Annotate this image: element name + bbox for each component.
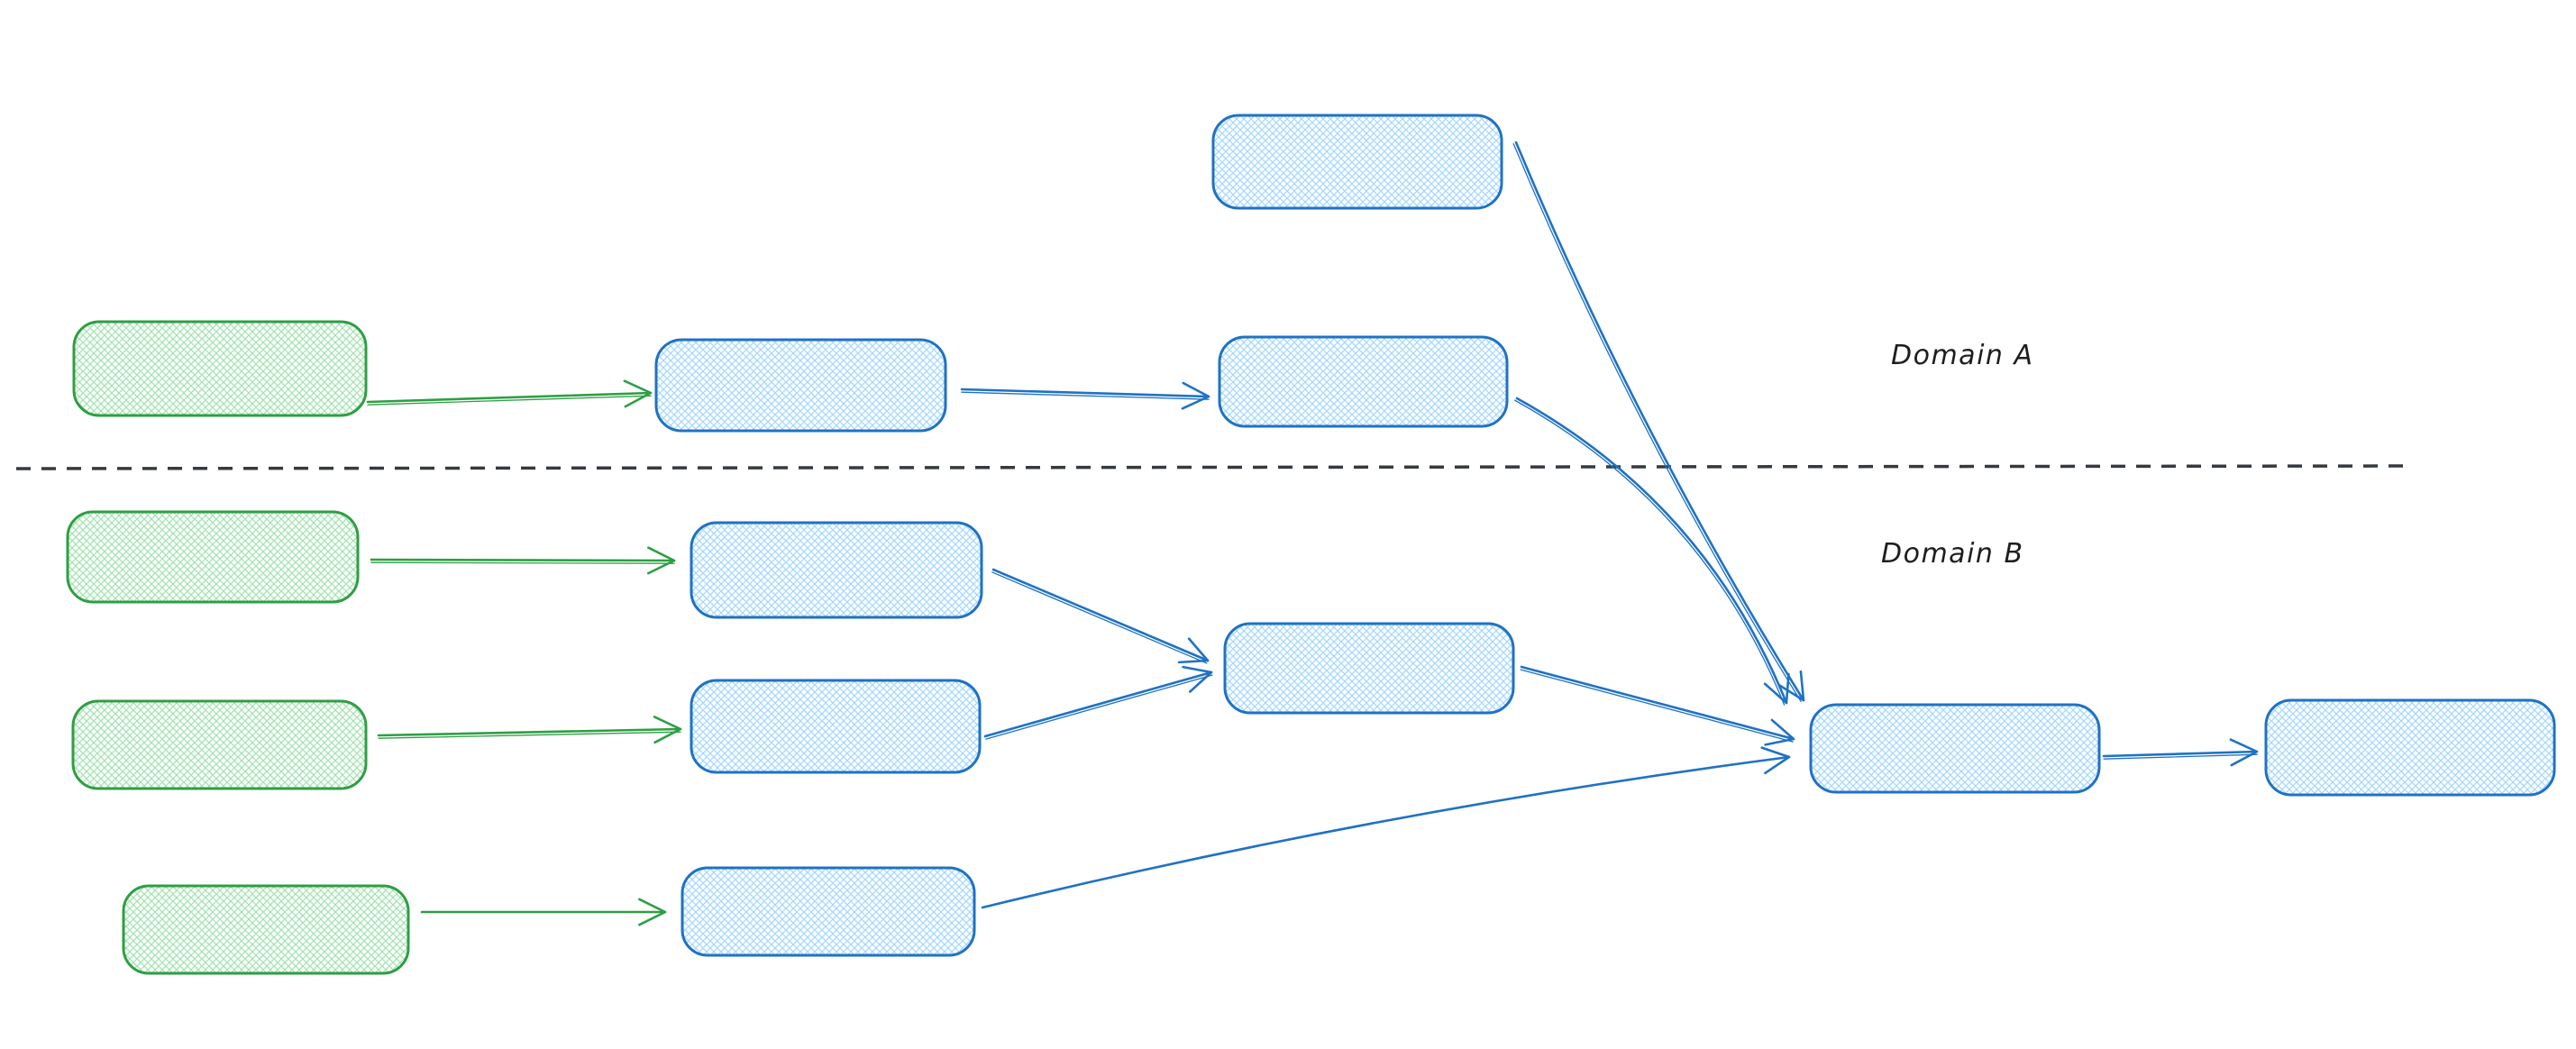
arrow-line[interactable] <box>370 558 676 562</box>
arrow-green-b3-to-stage3[interactable] <box>420 898 667 926</box>
arrow-head[interactable] <box>1177 637 1210 664</box>
arrow-head[interactable] <box>1763 672 1790 705</box>
arrow-head[interactable] <box>1760 746 1791 775</box>
arrow-head[interactable] <box>638 898 667 926</box>
node-blue-b-stage-1[interactable] <box>690 521 983 619</box>
arrow-green-b1-to-stage1[interactable] <box>370 546 676 575</box>
arrow-line[interactable] <box>1515 397 1788 705</box>
nodes-layer <box>66 114 2556 975</box>
arrow-line[interactable] <box>983 670 1213 738</box>
arrow-stage2a-to-sink[interactable] <box>1513 397 1790 706</box>
arrow-green-b2-to-stage2[interactable] <box>377 716 682 744</box>
arrow-line[interactable] <box>377 727 682 737</box>
arrow-bstage3-to-sink[interactable] <box>981 746 1791 909</box>
node-blue-b-stage-2[interactable] <box>690 679 982 774</box>
node-blue-sink[interactable] <box>1809 703 2101 794</box>
arrow-merge-to-sink[interactable] <box>1520 665 1795 746</box>
node-blue-a-stage-1[interactable] <box>654 338 947 433</box>
arrow-head[interactable] <box>623 379 653 408</box>
arrow-line[interactable] <box>991 568 1210 662</box>
node-blue-top-input[interactable] <box>1211 114 1503 210</box>
arrow-line[interactable] <box>366 391 653 404</box>
node-green-a-source[interactable] <box>72 320 368 417</box>
node-green-b-source-2[interactable] <box>71 699 368 790</box>
arrow-head[interactable] <box>653 716 682 744</box>
arrow-line-rough[interactable] <box>2103 753 2258 760</box>
arrow-line-rough[interactable] <box>985 674 1213 740</box>
arrow-line-rough[interactable] <box>1512 142 1802 703</box>
arrow-head[interactable] <box>1181 381 1210 410</box>
arrow-line-rough[interactable] <box>378 731 681 739</box>
node-blue-a-stage-2[interactable] <box>1218 335 1509 428</box>
arrow-head[interactable] <box>1764 718 1795 746</box>
arrow-line[interactable] <box>1520 665 1795 741</box>
node-blue-b-stage-3[interactable] <box>681 866 976 957</box>
arrow-line[interactable] <box>2102 750 2259 758</box>
arrow-line-rough[interactable] <box>991 571 1208 664</box>
arrow-line-rough[interactable] <box>370 561 675 564</box>
arrow-line[interactable] <box>960 388 1210 398</box>
arrow-line-rough[interactable] <box>961 391 1210 400</box>
arrow-green-a-to-stage1[interactable] <box>366 379 653 408</box>
node-green-b-source-3[interactable] <box>122 884 410 975</box>
arrow-line-rough[interactable] <box>1520 669 1794 743</box>
domain-b-label[interactable]: Domain B <box>1881 538 2024 570</box>
arrow-sink-to-output[interactable] <box>2102 738 2259 767</box>
arrows-layer <box>366 141 2259 926</box>
arrow-line-rough[interactable] <box>367 395 652 406</box>
node-blue-b-merge[interactable] <box>1223 622 1515 715</box>
arrow-head[interactable] <box>1182 665 1213 693</box>
arrow-head[interactable] <box>646 546 676 575</box>
arrow-head[interactable] <box>2229 738 2259 767</box>
domain-divider-line[interactable] <box>15 464 2415 470</box>
arrow-line[interactable] <box>1514 141 1805 702</box>
arrow-line[interactable] <box>981 755 1791 909</box>
node-blue-output[interactable] <box>2264 698 2556 797</box>
arrow-bstage2-to-merge[interactable] <box>983 665 1213 740</box>
domain-a-label[interactable]: Domain A <box>1891 340 2033 371</box>
node-green-b-source-1[interactable] <box>66 510 360 604</box>
arrow-bstage1-to-merge[interactable] <box>991 568 1210 664</box>
arrow-line-rough[interactable] <box>1513 399 1786 706</box>
arrow-stage1-to-stage2-a[interactable] <box>960 381 1210 410</box>
